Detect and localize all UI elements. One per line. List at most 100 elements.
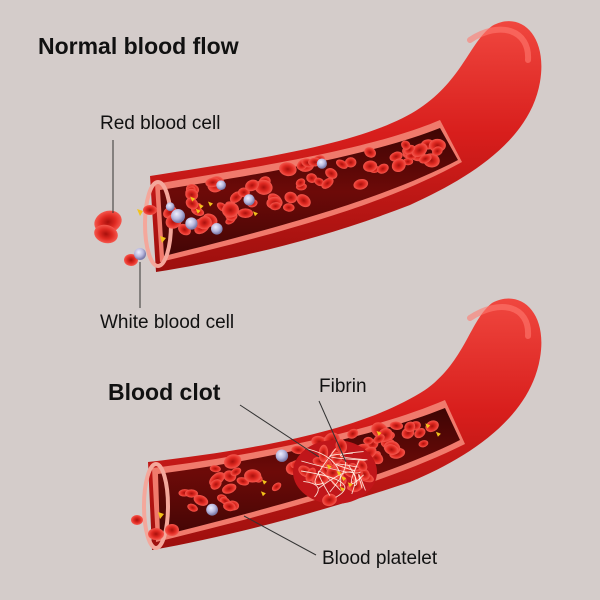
red-blood-cell: [373, 434, 385, 444]
red-blood-cell: [283, 203, 295, 212]
red-blood-cell: [254, 179, 273, 195]
red-blood-cell: [230, 467, 242, 476]
red-blood-cell: [193, 494, 209, 506]
red-blood-cell: [345, 157, 357, 168]
clot-vessel: [142, 298, 542, 550]
red-blood-cell: [223, 501, 236, 512]
red-blood-cell: [291, 445, 306, 455]
blood-platelet-label: Blood platelet: [322, 548, 438, 569]
red-blood-cell: [245, 179, 259, 192]
red-blood-cell: [414, 428, 426, 439]
fibrin-strand: [340, 451, 368, 461]
clot-platelet: [341, 476, 347, 482]
blood-platelet: [198, 203, 204, 209]
red-blood-cell: [321, 177, 334, 189]
clot-platelet: [339, 486, 345, 492]
red-blood-cell: [269, 202, 282, 211]
blood-platelet: [435, 431, 441, 437]
white-blood-cell: [275, 449, 289, 462]
blood-platelet: [195, 208, 201, 214]
red-blood-cell: [364, 147, 376, 158]
red-blood-cell: [210, 479, 222, 490]
normal-vessel-shine: [467, 26, 532, 63]
blood-clot-mass: [293, 438, 377, 507]
clot-vessel-opening: [142, 462, 170, 550]
blood-platelet: [252, 211, 258, 217]
clot-red-cell: [356, 459, 368, 472]
red-blood-cell: [185, 188, 199, 201]
red-blood-cell: [209, 465, 221, 473]
fibrin-strand: [350, 460, 364, 484]
white-blood-cell: [206, 503, 219, 516]
fibrin-strand: [329, 452, 366, 461]
red-blood-cell: [185, 489, 198, 498]
clot-platelet: [336, 470, 342, 476]
blood-platelet: [260, 491, 266, 497]
red-blood-cell: [295, 178, 306, 187]
white-blood-cell-example: [134, 209, 185, 260]
red-blood-cell: [223, 454, 242, 469]
blood-platelet: [262, 479, 268, 485]
blood-platelet: [190, 196, 196, 202]
red-blood-cell: [336, 159, 348, 169]
red-blood-cell: [401, 140, 411, 150]
red-blood-cell: [237, 208, 253, 218]
red-blood-cell: [185, 197, 199, 210]
red-blood-cell: [377, 163, 389, 174]
white-blood-cell-label: White blood cell: [100, 312, 235, 333]
white-blood-cell: [243, 194, 255, 206]
fibrin-leader-2: [239, 404, 320, 458]
red-blood-cell: [389, 421, 404, 430]
white-blood-cell: [185, 217, 198, 230]
red-blood-cell: [384, 444, 399, 455]
normal-vessel: [143, 21, 542, 272]
red-blood-cell: [284, 191, 298, 204]
blood-clot-title: Blood clot: [108, 379, 221, 405]
fibrin-strand: [318, 471, 356, 495]
fibrin-strand: [303, 480, 319, 498]
normal-escaping-cells: [94, 205, 185, 266]
red-blood-cell: [391, 158, 406, 173]
red-blood-cell: [197, 216, 212, 230]
red-blood-cell: [425, 420, 439, 433]
red-blood-cell: [363, 436, 374, 445]
fibrin-strands: [301, 447, 368, 498]
red-blood-cell: [418, 440, 429, 448]
red-blood-cell: [244, 469, 262, 483]
red-blood-cell: [363, 160, 378, 172]
red-blood-cell: [432, 146, 443, 156]
fibrin-strand: [301, 470, 346, 498]
clot-vessel-shine: [467, 304, 532, 339]
normal-vessel-lumen: [160, 128, 458, 256]
red-blood-cell-example: [94, 205, 157, 266]
clot-red-cell: [305, 467, 316, 482]
normal-vessel-cells: [163, 138, 446, 236]
blood-platelet-leader: [243, 515, 317, 556]
white-blood-cell: [211, 223, 223, 235]
fibrin-strand: [358, 474, 366, 491]
blood-platelet: [376, 430, 382, 436]
fibrin-leader-1: [318, 400, 347, 463]
clot-red-cell: [322, 493, 337, 507]
white-blood-cell: [216, 180, 226, 190]
red-blood-cell: [347, 428, 359, 439]
clot-red-cell: [335, 438, 348, 454]
red-blood-cell: [271, 482, 282, 492]
red-blood-cell-label: Red blood cell: [100, 113, 221, 134]
red-blood-cell: [222, 202, 239, 218]
fibrin-strand: [305, 447, 342, 487]
red-blood-cell: [278, 162, 297, 177]
red-blood-cell: [296, 194, 311, 208]
platelet-example-top: [137, 209, 143, 216]
red-blood-cell: [411, 143, 428, 158]
red-blood-cell: [222, 483, 237, 494]
white-blood-cell: [316, 158, 327, 169]
blood-platelet: [425, 423, 431, 429]
red-blood-cell: [325, 168, 338, 179]
clot-platelet: [347, 482, 353, 488]
clot-red-cell: [311, 473, 329, 485]
platelet-example-top-2: [160, 236, 166, 243]
red-blood-cell: [187, 503, 198, 512]
